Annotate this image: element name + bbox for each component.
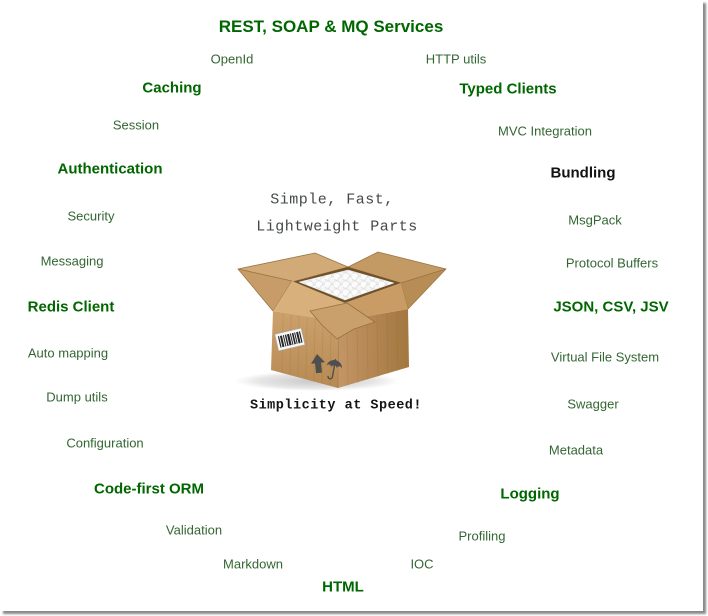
feature-dump-utils: Dump utils	[46, 389, 108, 405]
page-title: REST, SOAP & MQ Services	[218, 17, 444, 36]
feature-configuration: Configuration	[66, 435, 144, 451]
feature-virtual-file-system: Virtual File System	[550, 349, 660, 365]
heading-bundling: Bundling	[550, 164, 616, 182]
feature-ioc: IOC	[410, 556, 434, 572]
box-left-face	[271, 311, 339, 388]
feature-session: Session	[112, 117, 160, 133]
feature-messaging: Messaging	[40, 253, 104, 269]
feature-msgpack: MsgPack	[568, 212, 622, 228]
tagline-line-1: Simple, Fast,	[270, 191, 394, 209]
feature-profiling: Profiling	[458, 528, 506, 544]
box-front-flap	[309, 302, 376, 340]
packing-peanuts	[298, 269, 395, 301]
heading-json-csv-jsv: JSON, CSV, JSV	[553, 298, 669, 316]
feature-security: Security	[67, 208, 115, 224]
slogan: Simplicity at Speed!	[249, 398, 423, 414]
feature-markdown: Markdown	[223, 556, 283, 572]
heading-typed-clients: Typed Clients	[459, 80, 557, 98]
feature-swagger: Swagger	[567, 396, 619, 412]
heading-redis-client: Redis Client	[27, 298, 115, 316]
feature-metadata: Metadata	[548, 442, 604, 458]
keep-dry-umbrella-icon	[326, 358, 342, 380]
feature-openid: OpenId	[210, 51, 254, 67]
cardboard-box-illustration	[235, 251, 447, 391]
heading-caching: Caching	[142, 79, 202, 97]
feature-protocol-buffers: Protocol Buffers	[565, 255, 659, 271]
heading-html: HTML	[322, 578, 364, 596]
barcode-label	[274, 327, 306, 352]
heading-code-first-orm: Code-first ORM	[94, 480, 204, 498]
feature-validation: Validation	[165, 522, 223, 538]
heading-logging: Logging	[500, 485, 560, 503]
feature-mvc-integration: MVC Integration	[498, 123, 592, 139]
this-side-up-arrow-icon	[311, 354, 325, 374]
tagline-line-2: Lightweight Parts	[256, 218, 418, 236]
feature-auto-mapping: Auto mapping	[27, 345, 109, 361]
feature-http-utils: HTTP utils	[425, 51, 487, 67]
heading-authentication: Authentication	[57, 160, 163, 178]
